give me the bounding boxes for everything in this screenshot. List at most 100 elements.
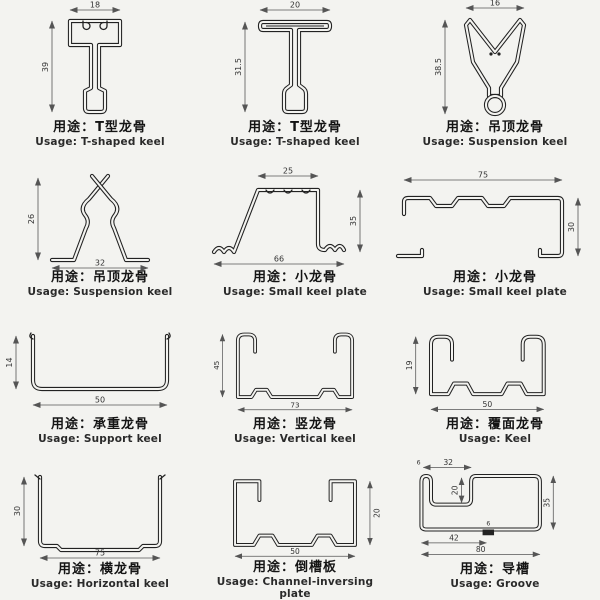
panel-small-keel-plate-b: 75 30 用途：小龙骨 Usage: Small keel plate [390, 160, 600, 310]
profile-drawing-face-keel: 19 50 [405, 310, 600, 413]
dimension-label: 20 [290, 1, 300, 10]
caption: 用途：T型龙骨 Usage: T-shaped keel [230, 120, 360, 148]
dimension-annotations: 26 32 [27, 177, 149, 270]
caption: 用途：导槽 Usage: Groove [450, 562, 540, 590]
profile-drawing-t-keel-a: 18 39 [41, 1, 200, 120]
profile-drawing-vertical-keel: 45 73 [212, 332, 355, 413]
profile-flange-inner [396, 248, 424, 258]
caption-en: Usage: Groove [450, 577, 540, 590]
dimension-label: 16 [490, 0, 500, 8]
panel-suspension-keel-b: 26 32 用途：吊顶龙骨 Usage: Suspension keel [0, 160, 200, 310]
caption-cn: 用途：T型龙骨 [248, 120, 342, 135]
caption-en: Usage: Keel [458, 432, 532, 445]
profile-outline [260, 22, 330, 112]
profile-inner [38, 475, 162, 552]
caption-cn: 用途：覆面龙骨 [445, 417, 544, 432]
caption-cn: 用途：吊顶龙骨 [445, 120, 544, 135]
caption-cn: 用途：T型龙骨 [53, 120, 147, 135]
curl-dot [497, 52, 501, 56]
panel-t-keel-a: 18 39 用途：T型龙骨 Usage: T-shaped keel [0, 0, 200, 160]
caption-en: Usage: Vertical keel [234, 432, 356, 445]
caption: 用途：覆面龙骨 Usage: Keel [445, 417, 544, 445]
dimension-annotations: 45 73 [212, 334, 353, 413]
caption-cn: 用途：小龙骨 [252, 270, 337, 285]
profile-drawing-suspension-keel-b: 26 32 [27, 160, 200, 270]
dimension-annotations: 19 50 [405, 336, 545, 413]
caption-cn: 用途：吊顶龙骨 [50, 270, 149, 285]
dimension-label: 35 [542, 498, 551, 508]
curl-detail [82, 20, 108, 31]
profile-outline [33, 336, 167, 389]
caption: 用途：吊顶龙骨 Usage: Suspension keel [422, 120, 568, 148]
profile-outline [70, 21, 120, 112]
profile-outline [431, 337, 544, 394]
dimension-label: 18 [90, 1, 100, 10]
profile-inner [402, 196, 564, 258]
dimension-label: 20 [372, 508, 381, 518]
profile-inner [258, 20, 332, 114]
dimension-annotations: 75 30 [403, 171, 581, 257]
panel-groove: 6 32 20 35 6 42 80 用途：导槽 Usage: Groove [390, 455, 600, 600]
dimension-label: 75 [95, 549, 105, 558]
caption-en: Usage: Horizontal keel [30, 577, 170, 590]
dimension-label: 26 [27, 214, 36, 224]
dimension-label: 73 [290, 400, 300, 409]
profile-drawing-support-keel: 14 50 [5, 332, 171, 408]
panel-vertical-keel: 45 73 用途：竖龙骨 Usage: Vertical keel [200, 310, 390, 455]
panel-horizontal-keel: 30 75 用途：横龙骨 Usage: Horizontal keel [0, 455, 200, 600]
profile-inner [464, 18, 526, 98]
profile-drawing-groove: 6 32 20 35 6 42 80 [417, 458, 557, 558]
detent-bump [482, 529, 495, 536]
caption-en: Usage: Suspension keel [422, 135, 568, 148]
dimension-annotations: 6 32 20 35 6 42 80 [417, 458, 557, 558]
profile-inner [68, 19, 122, 114]
dimension-annotations: 14 50 [5, 335, 168, 408]
dimension-annotations: 25 66 35 [213, 167, 363, 267]
profile-inner [234, 480, 356, 546]
dimension-label: 75 [478, 171, 488, 180]
dimension-label: 32 [95, 259, 105, 268]
dimension-label: 30 [13, 506, 22, 516]
caption: 用途：竖龙骨 Usage: Vertical keel [234, 417, 356, 445]
caption-cn: 用途：小龙骨 [452, 270, 537, 285]
panel-small-keel-plate-a: 25 66 35 用途：小龙骨 Usage: Small keel plate [200, 160, 390, 310]
dimension-label: 38.5 [434, 58, 443, 76]
profile-outline [40, 477, 160, 550]
panel-t-keel-b: 20 31.5 用途：T型龙骨 Usage: T-shaped keel [200, 0, 390, 160]
dimension-label: 30 [567, 222, 576, 232]
profile-inner [429, 335, 545, 396]
caption-cn: 用途：横龙骨 [57, 562, 142, 577]
profile-outline [92, 176, 148, 260]
dimension-label: 39 [41, 62, 50, 72]
caption: 用途：吊顶龙骨 Usage: Suspension keel [28, 270, 173, 298]
caption-cn: 用途：竖龙骨 [252, 417, 337, 432]
profile-outline [404, 198, 562, 256]
caption: 用途：倒槽板 Usage: Channel-inversing plate [200, 560, 390, 600]
caption-en: Usage: Small keel plate [223, 285, 367, 298]
dimension-label: 35 [349, 216, 358, 226]
panel-channel-inversing-plate: 20 50 用途：倒槽板 Usage: Channel-inversing pl… [200, 455, 390, 600]
panel-support-keel: 14 50 用途：承重龙骨 Usage: Support keel [0, 310, 200, 455]
dimension-label: 31.5 [234, 58, 243, 76]
panel-face-keel: 19 50 用途：覆面龙骨 Usage: Keel [390, 310, 600, 455]
profile-outline [466, 20, 524, 96]
top-wave-detail [265, 189, 311, 194]
dimension-label: 66 [274, 255, 284, 264]
dimension-annotations: 18 39 [41, 1, 121, 113]
profile-outline [421, 476, 539, 530]
panel-suspension-keel-a: 16 38.5 用途：吊顶龙骨 Usage: Suspension keel [390, 0, 600, 160]
dimension-label: 50 [290, 547, 300, 556]
dimension-label: 32 [443, 458, 453, 467]
caption: 用途：承重龙骨 Usage: Support keel [38, 417, 162, 445]
caption-en: Usage: Channel-inversing plate [216, 575, 374, 600]
profile-outline [214, 190, 344, 252]
profile-outline [233, 479, 357, 547]
dimension-label: 19 [405, 360, 414, 370]
dimension-label: 42 [449, 534, 459, 543]
profile-drawing-t-keel-b: 20 31.5 [234, 1, 390, 120]
profile-inner [212, 188, 346, 254]
dimension-annotations: 20 31.5 [234, 1, 331, 113]
profile-inner [236, 333, 354, 399]
